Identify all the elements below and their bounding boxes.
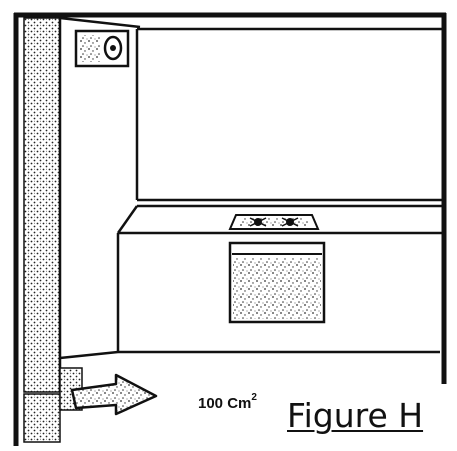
wall-socket xyxy=(74,29,130,68)
figure-frame xyxy=(13,12,447,446)
brick-wall xyxy=(23,17,61,393)
partition-panel xyxy=(58,16,141,394)
back-wall xyxy=(135,27,444,208)
vent-area-label: 100 Cm2 xyxy=(198,392,257,412)
floor xyxy=(59,350,440,360)
airflow-arrow xyxy=(70,373,158,416)
gas-hob xyxy=(228,214,320,230)
brick-base xyxy=(23,393,61,443)
figure-caption: Figure H xyxy=(287,396,424,435)
vent-area-value: 100 Cm xyxy=(198,395,252,412)
oven xyxy=(228,241,326,324)
counter-top xyxy=(116,205,444,352)
vent-area-unit-exponent: 2 xyxy=(251,392,257,403)
